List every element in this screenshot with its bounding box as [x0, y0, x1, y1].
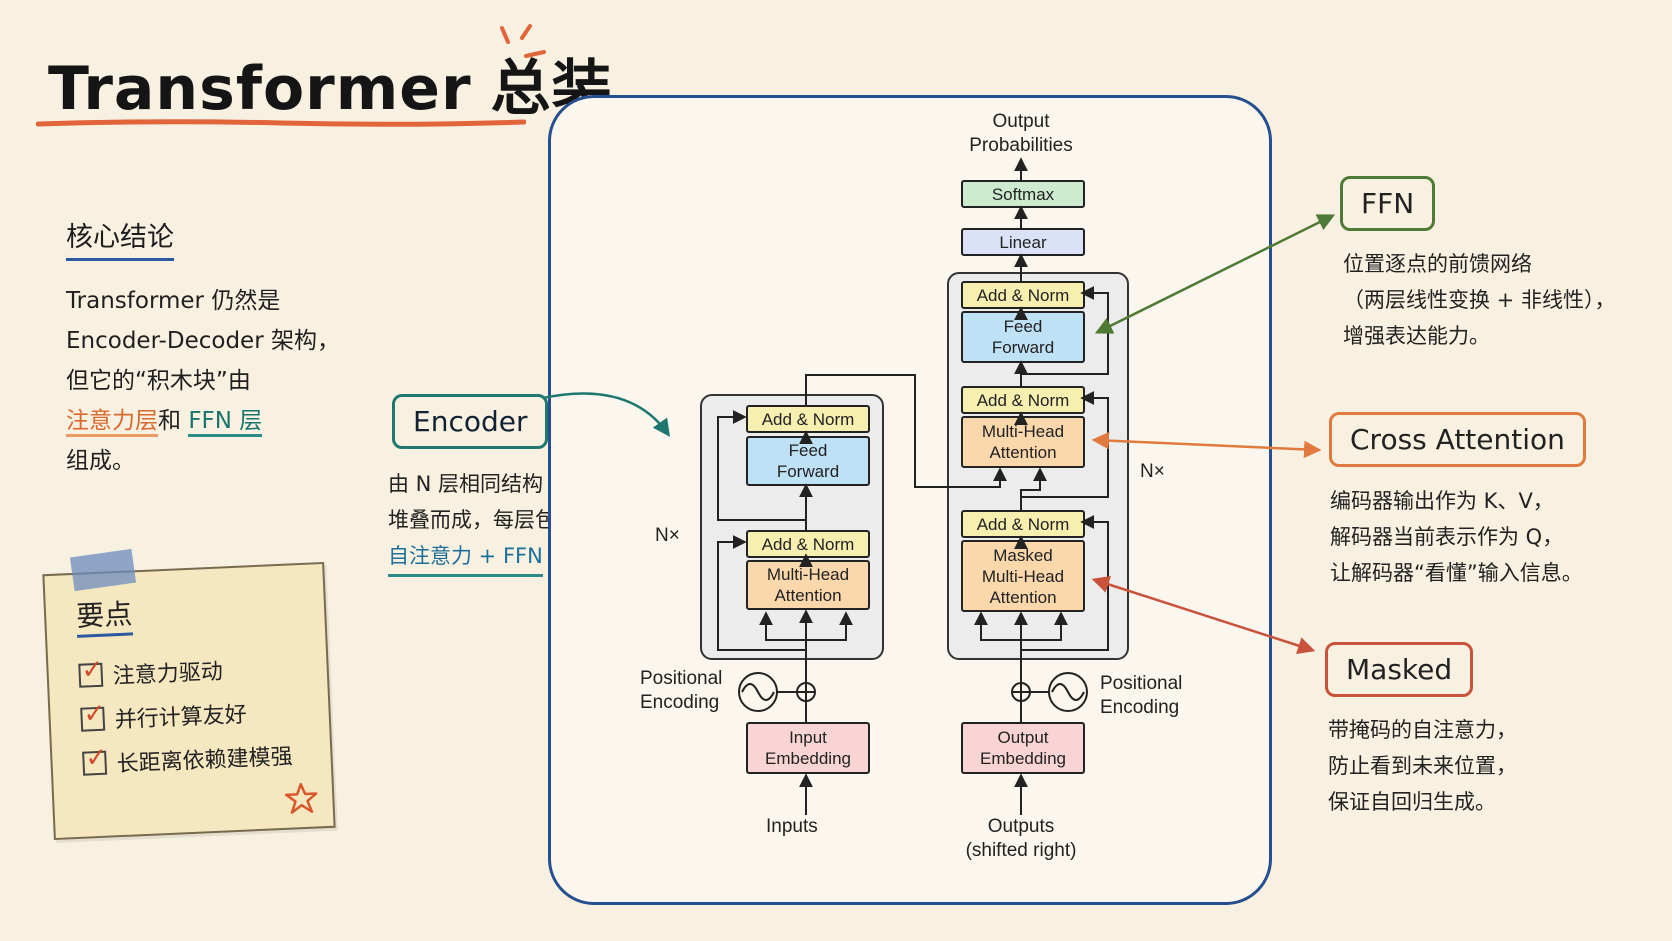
cross-line-3: 让解码器“看懂”输入信息。: [1330, 561, 1583, 585]
attention-layer-highlight: 注意力层: [66, 408, 158, 437]
encoder-feed-forward: Feed Forward: [746, 436, 870, 486]
decoder-multi-head-attention: Multi-Head Attention: [961, 416, 1085, 468]
decoder-feed-forward: Feed Forward: [961, 311, 1085, 363]
encoder-nx-label: N×: [655, 525, 680, 546]
and-text: 和: [158, 408, 181, 434]
masked-callout-text: 带掩码的自注意力， 防止看到未来位置， 保证自回归生成。: [1328, 712, 1517, 820]
linear-box: Linear: [961, 228, 1085, 256]
sparkle-icon: [500, 24, 546, 58]
ffn-callout-text: 位置逐点的前馈网络 （两层线性变换 + 非线性）， 增强表达能力。: [1343, 246, 1615, 354]
key-point-item: 长距离依赖建模强: [82, 737, 331, 780]
decoder-masked-multi-head-attention: Masked Multi-Head Attention: [961, 540, 1085, 612]
cross-line-1: 编码器输出作为 K、V，: [1330, 489, 1554, 513]
decoder-add-norm-1: Add & Norm: [961, 281, 1085, 309]
core-line-3: 但它的“积木块”由: [66, 368, 251, 394]
key-point-label: 并行计算友好: [114, 702, 248, 734]
ffn-layer-highlight: FFN 层: [188, 408, 263, 437]
decoder-add-norm-3: Add & Norm: [961, 510, 1085, 538]
title-main: Transformer: [48, 54, 472, 124]
key-point-label: 长距离依赖建模强: [116, 744, 294, 778]
input-embedding-box: Input Embedding: [746, 722, 870, 774]
ffn-callout-label: FFN: [1340, 176, 1436, 231]
core-line-5: 组成。: [66, 448, 135, 474]
encoder-line-1: 由 N 层相同结构: [388, 472, 544, 496]
ffn-line-3: 增强表达能力。: [1343, 324, 1490, 348]
key-point-item: 注意力驱动: [78, 649, 327, 692]
checkbox-icon: [78, 662, 104, 688]
inputs-label: Inputs: [766, 816, 818, 837]
decoder-positional-encoding-label: Positional Encoding: [1100, 673, 1183, 718]
diagram-frame: [548, 95, 1272, 905]
page-title: Transformer 总装: [48, 40, 613, 127]
checkbox-icon: [80, 706, 106, 732]
encoder-positional-encoding-label: Positional Encoding: [640, 668, 723, 713]
cross-line-2: 解码器当前表示作为 Q，: [1330, 525, 1564, 549]
softmax-box: Softmax: [961, 180, 1085, 208]
cross-attention-callout-label: Cross Attention: [1329, 412, 1586, 467]
masked-line-3: 保证自回归生成。: [1328, 790, 1496, 814]
core-line-1: Transformer 仍然是: [66, 288, 281, 314]
key-points-heading: 要点: [75, 592, 134, 638]
outputs-label: Outputs (shifted right): [965, 816, 1077, 861]
masked-callout-label: Masked: [1325, 642, 1474, 697]
decoder-add-norm-2: Add & Norm: [961, 386, 1085, 414]
title-underline: [36, 119, 526, 127]
masked-line-2: 防止看到未来位置，: [1328, 754, 1517, 778]
key-point-label: 注意力驱动: [112, 659, 224, 690]
ffn-line-2: （两层线性变换 + 非线性），: [1343, 288, 1616, 312]
key-point-item: 并行计算友好: [80, 693, 329, 736]
encoder-add-norm-bottom: Add & Norm: [746, 530, 870, 558]
ffn-line-1: 位置逐点的前馈网络: [1343, 252, 1532, 276]
star-icon: [284, 782, 318, 814]
cross-attention-callout-text: 编码器输出作为 K、V， 解码器当前表示作为 Q， 让解码器“看懂”输入信息。: [1330, 483, 1583, 591]
output-probabilities-label: Output Probabilities: [969, 111, 1073, 156]
decoder-nx-label: N×: [1140, 461, 1165, 482]
encoder-multi-head-attention: Multi-Head Attention: [746, 560, 870, 610]
core-text: Transformer 仍然是 Encoder-Decoder 架构， 但它的“…: [66, 281, 340, 481]
encoder-stack: [700, 394, 884, 660]
output-embedding-box: Output Embedding: [961, 722, 1085, 774]
encoder-add-norm-top: Add & Norm: [746, 405, 870, 433]
core-line-2: Encoder-Decoder 架构，: [66, 328, 340, 354]
key-points-note: 要点 注意力驱动 并行计算友好 长距离依赖建模强: [42, 561, 336, 841]
core-section: 核心结论 Transformer 仍然是 Encoder-Decoder 架构，…: [66, 215, 340, 481]
checkbox-icon: [82, 750, 108, 776]
core-heading: 核心结论: [66, 215, 174, 261]
masked-line-1: 带掩码的自注意力，: [1328, 718, 1517, 742]
encoder-formula: 自注意力 + FFN: [388, 538, 543, 577]
core-line-4: 注意力层和 FFN 层: [66, 401, 340, 441]
encoder-callout-label: Encoder: [392, 394, 549, 449]
